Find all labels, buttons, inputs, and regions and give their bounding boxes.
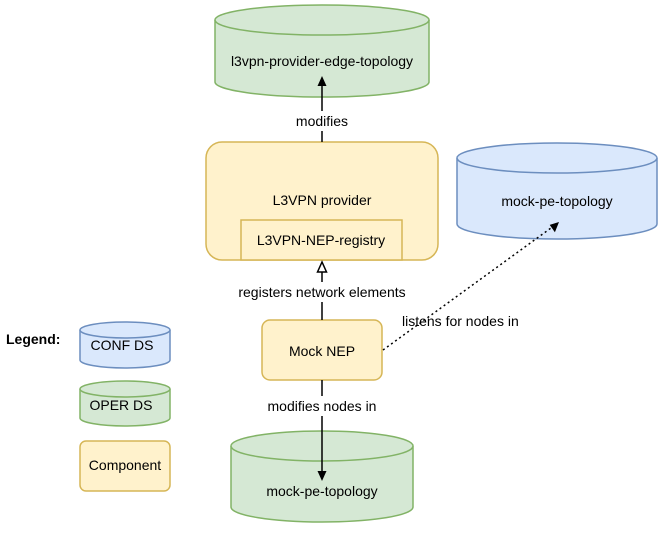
oper-ds-l3vpn-provider-edge-topology: l3vpn-provider-edge-topology	[214, 4, 430, 98]
arrowhead-icon	[549, 222, 559, 233]
datastore-cylinder-top	[214, 4, 430, 36]
edge-label: registers network elements	[238, 284, 405, 300]
datastore-label: mock-pe-topology	[266, 483, 377, 499]
component-l3vpn-nep-registry: L3VPN-NEP-registry	[240, 219, 403, 261]
edge-label-bg	[222, 282, 422, 302]
legend-swatch-top	[79, 380, 171, 398]
edge-modifies-nodes-in: modifies nodes in	[252, 380, 392, 481]
legend-label: OPER DS	[89, 397, 152, 413]
legend-swatch	[79, 440, 171, 492]
legend-swatch-top	[79, 321, 171, 339]
open-arrowhead-icon	[316, 260, 328, 273]
edge-label-bg	[252, 396, 392, 416]
edge-label: listens for nodes in	[402, 313, 519, 329]
legend-label: Component	[89, 457, 161, 473]
component-label: Mock NEP	[289, 343, 355, 359]
conf-ds-mock-pe-topology: mock-pe-topology	[456, 142, 658, 240]
component-mock-nep: Mock NEP	[261, 319, 383, 381]
legend-swatch	[79, 389, 171, 427]
edge-label: modifies	[296, 113, 348, 129]
datastore-cylinder-body	[456, 158, 658, 240]
legend-item-component: Component	[79, 440, 171, 492]
edge-listens-for-nodes-in: listens for nodes in	[382, 222, 559, 351]
legend: Legend: CONF DS OPER DS Component	[6, 321, 171, 492]
datastore-label: l3vpn-provider-edge-topology	[231, 53, 413, 69]
component-box	[240, 219, 403, 261]
legend-label: CONF DS	[91, 337, 154, 353]
legend-swatch	[79, 330, 171, 369]
arrowhead-icon	[317, 76, 327, 86]
edge-registers-network-elements: registers network elements	[222, 260, 422, 320]
legend-item-oper-ds: OPER DS	[79, 380, 171, 427]
datastore-cylinder-top	[456, 142, 658, 174]
datastore-label: mock-pe-topology	[501, 193, 612, 209]
datastore-cylinder-body	[230, 446, 414, 523]
legend-item-conf-ds: CONF DS	[79, 321, 171, 369]
edge-label: modifies nodes in	[268, 398, 377, 414]
component-label: L3VPN provider	[273, 192, 372, 208]
edge-label-bg	[286, 111, 358, 131]
arrowhead-icon	[317, 471, 327, 481]
component-label: L3VPN-NEP-registry	[257, 232, 385, 248]
legend-title: Legend:	[6, 331, 60, 347]
edge-modifies: modifies	[286, 76, 358, 142]
